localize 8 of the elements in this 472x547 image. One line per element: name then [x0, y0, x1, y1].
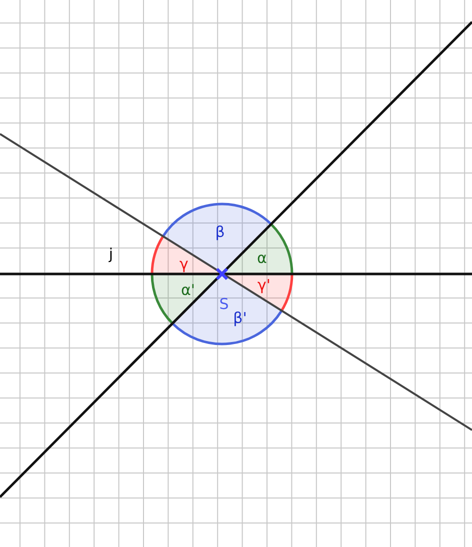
angle-label: γ [180, 255, 188, 273]
angle-label: β' [233, 309, 247, 327]
angle-label: α [257, 249, 267, 267]
angle-label: γ' [258, 276, 270, 294]
angle-label: α' [181, 281, 195, 299]
angle-label: j [108, 245, 114, 263]
angle-label: S [219, 295, 229, 313]
angle-label: β [215, 223, 225, 241]
